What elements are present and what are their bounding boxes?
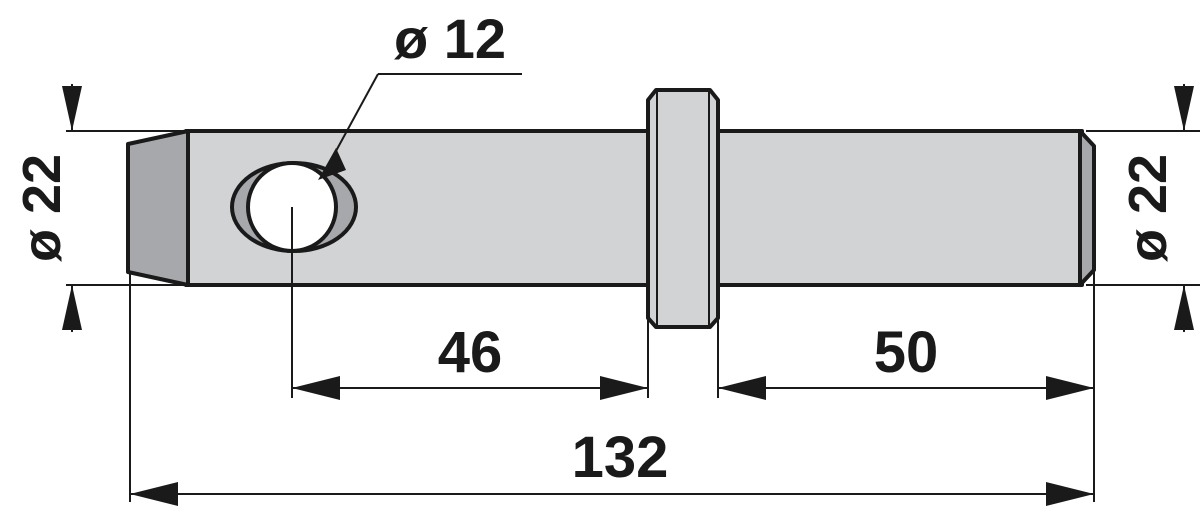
collar: [646, 88, 720, 329]
dim-132-label: 132: [572, 425, 669, 490]
hole-leader: [318, 73, 522, 180]
dimension-132: [130, 482, 1094, 506]
right-diameter-arrows: [1174, 84, 1194, 332]
hole-diameter-label: ø 12: [394, 7, 506, 70]
right-chamfer-tip: [1078, 129, 1096, 287]
right-diameter-label: ø 22: [1118, 154, 1178, 262]
left-diameter-arrows: [62, 84, 82, 332]
pin-body: [126, 88, 1096, 329]
left-diameter-label: ø 22: [12, 154, 72, 262]
left-chamfer-tip: [126, 129, 190, 287]
dimension-50: [718, 376, 1094, 400]
dimension-46: [292, 376, 648, 400]
dim-46-label: 46: [438, 320, 503, 385]
extension-lines: [66, 130, 1200, 502]
dim-50-label: 50: [874, 320, 939, 385]
shaft-right-section: [712, 129, 1084, 287]
